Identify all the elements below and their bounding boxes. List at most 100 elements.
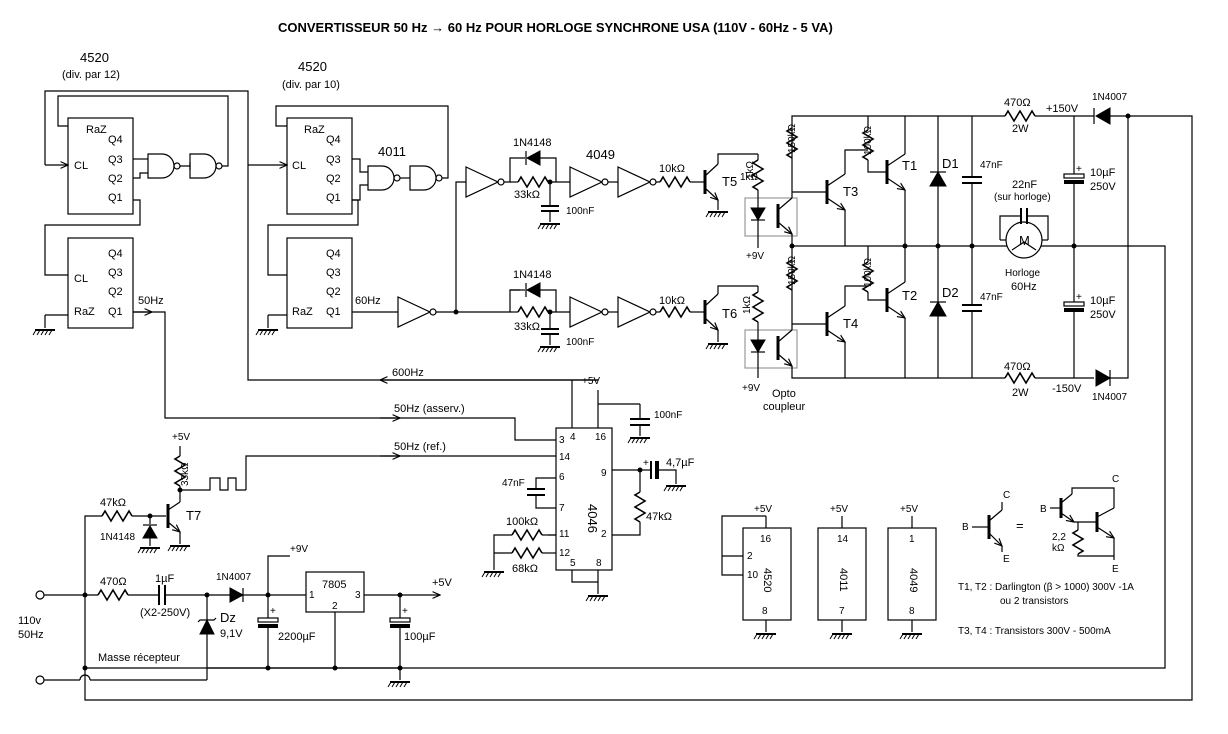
chip-label: 4011	[837, 568, 849, 592]
part-label: 47nF	[980, 292, 1003, 303]
pin-label: Q1	[326, 192, 341, 204]
transistor-t1	[885, 116, 905, 246]
transistor-t5	[703, 153, 758, 218]
chip-4520-div12: 4520 (div. par 12) RaZ Q4 CL Q3 Q2 Q1	[62, 50, 134, 215]
power-4011: +5V 14 4011 7	[817, 504, 867, 640]
pin-label: CL	[74, 160, 88, 172]
part-label: kΩ	[1052, 543, 1065, 554]
pin-label: Q2	[108, 286, 123, 298]
zener-dz	[197, 595, 217, 680]
inverter-top-2	[569, 166, 609, 198]
signal-600hz: 600Hz	[392, 367, 424, 379]
transistor-t2	[885, 246, 905, 378]
part-label: 68kΩ	[512, 563, 538, 575]
resistor-470-mains	[97, 588, 129, 602]
part-label: 150kΩ	[787, 123, 798, 153]
part-label: 1N4007	[216, 572, 251, 583]
part-label: +150V	[1046, 103, 1079, 115]
power-4520: +5V 16 2 10 4520 8	[721, 504, 792, 640]
part-label: 2W	[1012, 387, 1029, 399]
power-4049: +5V 1 4049 8	[887, 504, 937, 640]
part-label: D1	[942, 156, 959, 171]
part-label: T1	[902, 158, 917, 173]
part-label: 33kΩ	[180, 462, 191, 486]
wire	[44, 90, 598, 381]
rail-minus150	[791, 366, 1005, 379]
pin-label: E	[1112, 564, 1119, 575]
page-title: CONVERTISSEUR 50 Hz → 60 Hz POUR HORLOGE…	[278, 20, 833, 35]
signal-60hz: 60Hz	[355, 295, 381, 307]
diode-1n4007-top	[1093, 107, 1111, 125]
pin-label: Q2	[108, 173, 123, 185]
pin-label: 5	[570, 558, 576, 569]
pin-label: 2	[601, 529, 607, 540]
part-label: T7	[186, 508, 201, 523]
part-label: T2	[902, 288, 917, 303]
part-label: 1N4007	[1092, 92, 1127, 103]
resistor-470-bottom	[1004, 371, 1036, 385]
pin-label: RaZ	[292, 306, 313, 318]
signal-50hz-asserv: 50Hz (asserv.)	[394, 403, 465, 415]
rail-plus150	[791, 115, 1005, 198]
transistor-t4	[792, 285, 868, 378]
part-label: 1kΩ	[745, 160, 756, 179]
diode-d2	[929, 246, 947, 378]
pin-label: Q1	[326, 306, 341, 318]
note-t1-t2: T1, T2 : Darlington (β > 1000) 300V -1A	[958, 582, 1134, 593]
inverter-bottom-1	[569, 296, 609, 328]
part-label: 1N4148	[513, 137, 552, 149]
resistor-470-top	[1004, 109, 1036, 123]
regulator-7805: 7805 1 2 3	[305, 571, 365, 613]
gate-4011-label: 4011	[378, 144, 406, 159]
darlington-legend: C B E = B C E 2,2 kΩ	[962, 474, 1119, 575]
pin-label: 8	[596, 558, 602, 569]
resistor-47k-t7	[101, 509, 133, 523]
nand-gates-b	[367, 165, 443, 191]
part-label: 470Ω	[100, 576, 127, 588]
part-label: 100nF	[566, 206, 594, 217]
part-label: +9V	[742, 383, 760, 394]
pin-label: 11	[559, 529, 570, 540]
part-label: Dz	[220, 610, 236, 625]
part-label: 100nF	[654, 410, 682, 421]
part-label: 2,2	[1052, 532, 1066, 543]
part-label: +5V	[582, 376, 600, 387]
gate-4049-label: 4049	[586, 147, 615, 162]
part-label: 10µF	[1090, 167, 1116, 179]
resistor-1k-top	[751, 159, 765, 191]
part-label: coupleur	[763, 401, 806, 413]
resistor-33k-top	[517, 175, 549, 189]
pin-label: 16	[595, 432, 607, 443]
chip-4520-div12-b: Q4 CL Q3 Q2 RaZ Q1	[67, 237, 134, 329]
part-label: 4,7µF	[666, 457, 695, 469]
part-label: 1N4007	[1092, 392, 1127, 403]
part-label: 22nF	[1012, 179, 1037, 191]
polarity-plus: +	[1076, 164, 1082, 175]
transistor-t7	[166, 501, 191, 552]
part-label: 100kΩ	[863, 257, 874, 287]
pin-label: 3	[355, 590, 361, 601]
part-label: 33kΩ	[514, 189, 540, 201]
part-label: 250V	[1090, 309, 1116, 321]
chip-label: 4520	[761, 568, 773, 592]
pin-label: 12	[559, 548, 571, 559]
pin-label: 3	[559, 435, 565, 446]
pin-label: 2	[747, 551, 753, 562]
capacitor-10uf-bottom	[1063, 246, 1085, 378]
transistor-t3	[792, 149, 868, 246]
part-label: D2	[942, 285, 959, 300]
pin-label: 16	[760, 534, 772, 545]
part-label: -150V	[1052, 383, 1082, 395]
resistor-47k-pll	[633, 491, 647, 523]
pin-label: Q4	[108, 248, 123, 260]
resistor-100k-pll	[511, 528, 543, 542]
pin-label: 1	[909, 534, 915, 545]
inverter-top-3	[617, 166, 657, 198]
part-label: 33kΩ	[514, 321, 540, 333]
capacitor-10uf-top	[1063, 116, 1085, 246]
part-label: 47nF	[502, 478, 525, 489]
pin-label: C	[1112, 474, 1119, 485]
pin-label: B	[1040, 504, 1047, 515]
part-label: 100nF	[566, 337, 594, 348]
pin-label: 10	[747, 570, 759, 581]
